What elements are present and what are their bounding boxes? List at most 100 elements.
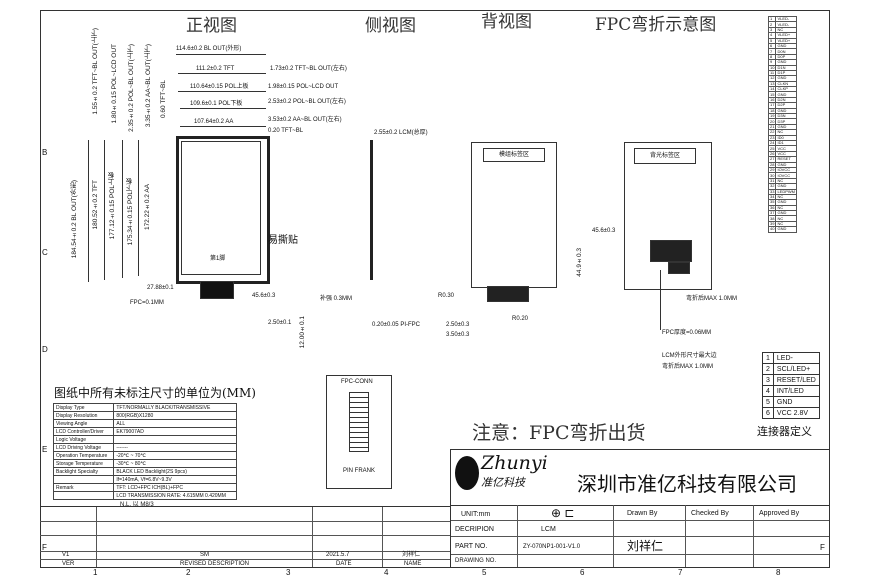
spec-row-cell: -30℃ ~ 80℃: [113, 459, 237, 468]
rev-ver-label: VER: [62, 561, 75, 567]
notice-text: 注意：FPC弯折出货: [472, 422, 646, 444]
fold-view-outline: [624, 142, 712, 290]
rev-name-label: NAME: [404, 561, 422, 567]
connector-pins: [349, 392, 369, 452]
dim-v-2: 1.80±0.15 POL~LCD OUT: [111, 44, 118, 124]
grid-row-f: F: [42, 543, 47, 552]
dim-lv-4: 175.34±0.15 POL下板: [127, 178, 134, 246]
dim-vline-4: [138, 140, 139, 276]
pin-row-cell: LED-: [772, 352, 820, 364]
back-fpc-r: R0.20: [512, 316, 529, 322]
spec-row-cell: LCD Controller/Driver: [52, 427, 115, 436]
grid-row-b: B: [42, 148, 48, 157]
grid-row-c: C: [42, 248, 48, 257]
dim-lv-2: 180.52±0.2 TFT: [92, 180, 99, 230]
rev-date-label: DATE: [336, 561, 352, 567]
pin-row-cell: 3: [762, 374, 774, 386]
fold-fpc-lead: [660, 270, 661, 330]
pitch-dim: 27.88±0.1: [147, 285, 174, 291]
pin1-label: 第1脚: [210, 256, 226, 262]
part-no-value: ZY-070NP1-001-V1.0: [523, 544, 581, 550]
grid-col-4: 4: [384, 568, 389, 577]
pin-row-cell: RESET/LED: [772, 374, 820, 386]
pin-row-cell: 2: [762, 363, 774, 375]
back-view-outline: [471, 142, 557, 288]
dim-v-1: 1.55±0.2 TFT~BL OUT(上下): [92, 28, 99, 115]
grid-row-d: D: [42, 345, 48, 354]
grid-col-1: 1: [93, 568, 98, 577]
grid-col-8: 8: [776, 568, 781, 577]
approved-by-label: Approved By: [759, 510, 800, 517]
dim-r-5: 0.20 TFT~BL: [268, 128, 304, 134]
pin-row-cell: VCC 2.8V: [772, 407, 820, 419]
spec-row-cell: Backlight Specialty: [52, 467, 115, 476]
unit-note: 图纸中所有未标注尺寸的单位为(MM): [54, 386, 256, 400]
dim-r-3: 2.53±0.2 POL~BL OUT(左右): [268, 99, 346, 105]
grid-col-3: 3: [286, 568, 291, 577]
dim-h-5: 107.64±0.2 AA: [194, 119, 234, 125]
dim-line-h5: [180, 126, 266, 127]
rev-date-value: 2021.5.7: [326, 552, 350, 558]
spec-row: Storage Temperature-30℃ ~ 80℃: [52, 459, 237, 468]
grid-row-f-right: F: [820, 543, 825, 552]
fold-fpc-tab: [668, 262, 690, 274]
side-view-title: 侧视图: [365, 16, 416, 36]
spec-row-cell: Storage Temperature: [52, 459, 115, 468]
pin-row-cell: 5: [762, 396, 774, 408]
total-thickness: 2.55±0.2 LCM(总厚): [374, 130, 428, 136]
back-fpc-w: 2.50±0.3: [446, 322, 470, 328]
spec-row-cell: Operation Temperature: [52, 451, 115, 460]
module-label-area: 模组标签区: [483, 148, 545, 162]
grid-col-7: 7: [678, 568, 683, 577]
spec-row: If=140mA, Vf=6.8V~9.3V: [52, 475, 237, 484]
lead-len: 12.00±0.1: [299, 316, 306, 349]
pin-row-cell: INT/LED: [772, 385, 820, 397]
spec-row-cell: Logic Voltage: [52, 435, 115, 444]
lead-dim: 2.50±0.1: [268, 320, 292, 326]
projection-symbol-icon: ⊕ ⊏: [551, 506, 575, 520]
dim-vline-1: [88, 140, 89, 282]
spec-row-cell: Display Resolution: [52, 411, 115, 420]
fold-fpc-thick: FPC厚度=0.06MM: [662, 330, 712, 336]
checked-by-label: Checked By: [691, 510, 729, 517]
back-dim-r: R0.30: [438, 293, 455, 299]
dim-vline-2: [104, 140, 105, 280]
drawer-name: 刘祥仁: [627, 539, 664, 553]
connector-caption: PIN FRANK: [343, 468, 376, 474]
pin-row-cell: GND: [772, 396, 820, 408]
rev-name-value: 刘祥仁: [402, 552, 421, 558]
connector-title: FPC-CONN: [341, 379, 373, 385]
connector-definition-caption: 连接器定义: [757, 425, 812, 438]
spec-row-cell: [113, 435, 237, 444]
spec-row-cell: TFT: LCD+FPC ICH(BL)+FPC: [113, 483, 237, 492]
grid-col-2: 2: [186, 568, 191, 577]
backlight-label-area: 背光标签区: [634, 148, 696, 164]
stiffener-note: 补强 0.3MM: [320, 296, 353, 302]
drawn-by-label: Drawn By: [627, 510, 658, 517]
dim-lv-1: 184.54±0.2 BL OUT(外形): [71, 180, 78, 259]
lcm-note-2: 弯折后MAX 1.0MM: [662, 364, 714, 370]
grid-col-6: 6: [580, 568, 585, 577]
dim-h-4: 109.6±0.1 POL下板: [190, 101, 243, 107]
grid-col-5: 5: [482, 568, 487, 577]
spec-row: LCD TRANSMISSION RATE: 4.615MM 0.420MM: [52, 491, 237, 500]
spec-row: LCD Driving Voltage-------: [52, 443, 237, 452]
spec-row-cell: EK79007AD: [113, 427, 237, 436]
fold-fpc-block: [650, 240, 692, 262]
company-logo-icon: [455, 456, 479, 490]
dim-lv-3: 177.12±0.15 POL上板: [109, 172, 116, 240]
dim-r-1: 1.73±0.2 TFT~BL OUT(左右): [270, 66, 347, 72]
dim-v-3: 2.35±0.2 POL~BL OUT(上下): [128, 44, 135, 132]
spec-row-cell: [52, 491, 115, 500]
grid-row-e: E: [42, 445, 48, 454]
unit-label: UNIT:: [461, 511, 479, 518]
